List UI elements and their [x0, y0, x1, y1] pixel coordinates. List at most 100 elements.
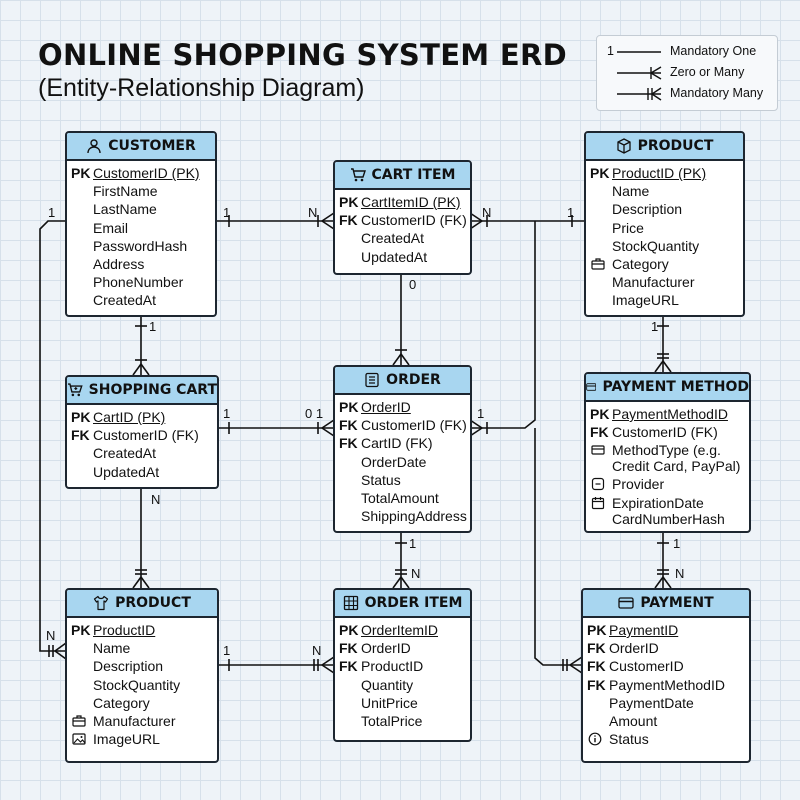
entity-payment-header: PAYMENT — [583, 590, 749, 618]
attribute-name: CustomerID (PK) — [93, 165, 200, 181]
calendar-icon — [591, 496, 605, 509]
entity-customer-header: CUSTOMER — [67, 133, 215, 161]
attribute-name: Description — [612, 201, 683, 218]
attribute-name: StockQuantity — [93, 676, 181, 693]
attribute-name: CustomerID (FK) — [93, 427, 199, 444]
attribute-name: ImageURL — [93, 731, 160, 748]
key-badge: PK — [71, 165, 91, 181]
legend-item-mandatory-one: 1 Mandatory One — [597, 42, 777, 62]
cart-plus-icon — [67, 383, 83, 397]
attribute-name: Manufacturer — [612, 274, 695, 291]
attribute-row: CreatedAt — [67, 291, 215, 309]
entity-product-bottom-header: PRODUCT — [67, 590, 217, 618]
attribute-row: Price — [586, 219, 743, 237]
attribute-name: CreatedAt — [93, 445, 157, 462]
list-icon — [365, 372, 379, 388]
attribute-name: CartID (FK) — [361, 435, 433, 452]
attribute-name: PaymentDate — [609, 694, 694, 711]
key-badge: FK — [339, 435, 358, 452]
diagram-title: ONLINE SHOPPING SYSTEM ERD — [38, 38, 567, 72]
attribute-name: CustomerID (FK) — [612, 424, 718, 441]
card-paymentmethod-order-from: 1 — [477, 406, 485, 421]
attribute-name: ShippingAddress — [361, 508, 467, 525]
key-badge: PK — [590, 165, 610, 181]
entity-order-item-header: ORDER ITEM — [335, 590, 470, 618]
attribute-name: CustomerID (FK) — [361, 212, 467, 229]
card-product-paymentmethod-from: 1 — [651, 319, 659, 334]
entity-payment-method-header: PAYMENT METHOD — [586, 374, 749, 402]
shirt-icon — [94, 595, 109, 611]
entity-product-top-header: PRODUCT — [586, 133, 743, 161]
image-icon — [72, 733, 86, 745]
attribute-row: Category — [586, 255, 743, 273]
key-badge: FK — [71, 427, 90, 444]
attribute-name: ExpirationDate CardNumberHash — [612, 494, 725, 527]
attribute-row: UpdatedAt — [335, 248, 470, 266]
card-customer-cart-from: 1 — [149, 319, 157, 334]
entity-shopping-cart-header: SHOPPING CART — [67, 377, 217, 405]
key-badge: FK — [339, 658, 358, 675]
key-badge: PK — [339, 399, 359, 415]
attribute-row: TotalAmount — [335, 489, 470, 507]
attribute-row: ShippingAddress — [335, 507, 470, 525]
key-badge: FK — [587, 658, 606, 675]
grid-icon — [343, 595, 358, 611]
attribute-row: CreatedAt — [67, 444, 217, 462]
attribute-name: CustomerID (FK) — [361, 417, 467, 434]
legend-item-zero-or-many: Zero or Many — [597, 63, 777, 83]
attribute-name: PasswordHash — [93, 237, 188, 254]
attribute-name: UpdatedAt — [93, 463, 160, 480]
attribute-row: Quantity — [335, 676, 470, 694]
attribute-name: ProductID (PK) — [612, 165, 707, 181]
card-customer-product-to: N — [46, 628, 56, 643]
attribute-row: TotalPrice — [335, 712, 470, 730]
attribute-row: Provider — [586, 475, 749, 493]
attribute-row: Name — [67, 639, 217, 657]
key-badge: PK — [71, 622, 91, 638]
legend: 1 Mandatory One Zero or Many Mandatory M… — [596, 35, 778, 111]
attribute-row: FirstName — [67, 182, 215, 200]
attribute-name: StockQuantity — [612, 237, 700, 254]
entity-order-header: ORDER — [335, 367, 470, 395]
briefcase-icon — [591, 258, 605, 270]
legend-label-mandatory-one: Mandatory One — [670, 44, 757, 58]
attribute-name: CreatedAt — [93, 292, 157, 309]
attribute-name: OrderID — [361, 640, 411, 657]
attribute-row: Name — [586, 182, 743, 200]
attribute-name: PaymentID — [609, 622, 679, 638]
attribute-name: TotalPrice — [361, 712, 423, 729]
attribute-name: CustomerID — [609, 658, 684, 675]
legend-label-zero-or-many: Zero or Many — [670, 65, 745, 79]
entity-product-top-title: PRODUCT — [637, 138, 714, 154]
attribute-name: UpdatedAt — [361, 248, 428, 265]
attribute-name: Price — [612, 219, 644, 236]
attribute-name: UnitPrice — [361, 694, 418, 711]
card-product-cartitem-to: N — [482, 205, 492, 220]
attribute-row: Amount — [583, 712, 749, 730]
credit-card-icon — [618, 597, 634, 609]
attribute-row: UnitPrice — [335, 694, 470, 712]
card-cart-order-to: 0 1 — [305, 406, 324, 421]
credit-card-icon — [586, 383, 597, 391]
attribute-row: Manufacturer — [586, 273, 743, 291]
attribute-row: PaymentDate — [583, 694, 749, 712]
attribute-name: PaymentMethodID — [612, 406, 728, 422]
